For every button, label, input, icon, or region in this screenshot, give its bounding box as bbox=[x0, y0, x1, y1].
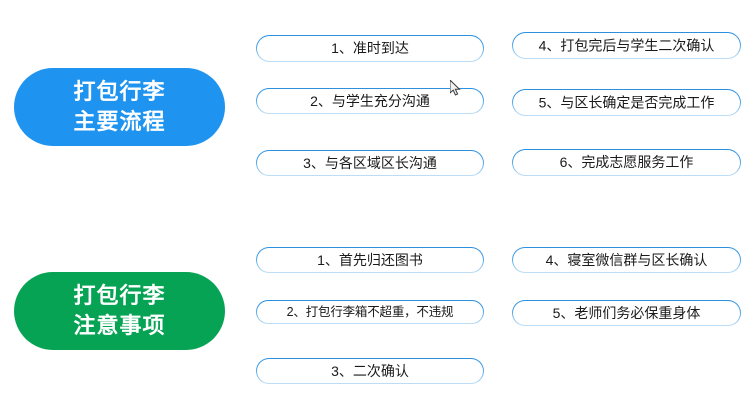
section-heading-packing-process[interactable]: 打包行李 主要流程 bbox=[14, 68, 225, 146]
notes-item-1[interactable]: 1、首先归还图书 bbox=[256, 247, 484, 273]
process-item-4[interactable]: 4、打包完后与学生二次确认 bbox=[512, 32, 741, 59]
process-item-1-label: 1、准时到达 bbox=[331, 40, 409, 57]
notes-item-5[interactable]: 5、老师们务必保重身体 bbox=[512, 300, 741, 326]
notes-item-4[interactable]: 4、寝室微信群与区长确认 bbox=[512, 247, 741, 273]
notes-item-4-label: 4、寝室微信群与区长确认 bbox=[545, 251, 708, 268]
process-item-3[interactable]: 3、与各区域区长沟通 bbox=[256, 150, 484, 176]
process-item-5-label: 5、与区长确定是否完成工作 bbox=[538, 94, 715, 111]
process-item-6[interactable]: 6、完成志愿服务工作 bbox=[512, 149, 741, 176]
heading-line-2: 注意事项 bbox=[73, 312, 166, 338]
heading-line-1: 打包行李 bbox=[73, 283, 166, 309]
section-heading-packing-notes[interactable]: 打包行李 注意事项 bbox=[14, 272, 225, 350]
notes-item-1-label: 1、首先归还图书 bbox=[317, 251, 423, 268]
notes-item-2-label: 2、打包行李箱不超重，不违规 bbox=[286, 304, 454, 319]
heading-line-1: 打包行李 bbox=[73, 79, 166, 105]
process-item-2-label: 2、与学生充分沟通 bbox=[310, 92, 430, 109]
process-item-5[interactable]: 5、与区长确定是否完成工作 bbox=[512, 89, 741, 116]
notes-item-5-label: 5、老师们务必保重身体 bbox=[552, 304, 701, 321]
process-item-3-label: 3、与各区域区长沟通 bbox=[303, 154, 437, 171]
notes-item-3-label: 3、二次确认 bbox=[331, 362, 409, 379]
process-item-6-label: 6、完成志愿服务工作 bbox=[559, 154, 694, 171]
process-item-1[interactable]: 1、准时到达 bbox=[256, 35, 484, 62]
process-item-2[interactable]: 2、与学生充分沟通 bbox=[256, 88, 484, 114]
notes-item-3[interactable]: 3、二次确认 bbox=[256, 358, 484, 384]
notes-item-2[interactable]: 2、打包行李箱不超重，不违规 bbox=[256, 300, 484, 324]
heading-line-2: 主要流程 bbox=[73, 108, 166, 134]
process-item-4-label: 4、打包完后与学生二次确认 bbox=[538, 37, 715, 54]
